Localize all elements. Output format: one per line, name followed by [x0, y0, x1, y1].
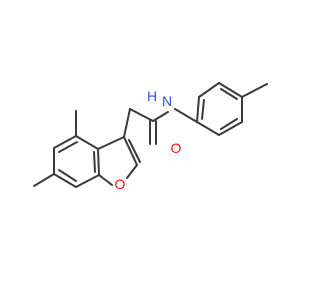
ch2-carbonyl-bond: [129, 108, 154, 122]
ch2-ring-bond: [123, 108, 131, 138]
molecule-structure: N H O O: [33, 82, 268, 192]
n-carbonyl-bond: [152, 111, 169, 122]
furan-oxygen-label: O: [115, 176, 126, 192]
bond: [201, 99, 205, 120]
bond: [58, 169, 77, 182]
bond: [198, 82, 220, 98]
carbonyl-oxygen-label: O: [171, 140, 182, 156]
tolyl-ring: [196, 82, 243, 136]
bond: [98, 174, 113, 186]
bond: [126, 164, 138, 179]
bond: [93, 151, 96, 173]
bond: [75, 174, 100, 188]
n-aryl-bond: [174, 108, 198, 123]
structure-canvas: N H O O: [33, 82, 268, 192]
bond: [123, 136, 138, 166]
ring-methyl-bond-left: [33, 173, 55, 187]
bond: [53, 135, 77, 149]
bond: [218, 121, 243, 136]
bond: [128, 139, 141, 163]
tolyl-methyl-bond: [241, 83, 268, 98]
bond: [58, 141, 78, 153]
bond: [53, 173, 77, 188]
benzofuran-ring: [53, 135, 141, 188]
bond: [75, 135, 99, 150]
amide-hydrogen-label: H: [147, 88, 157, 104]
bond: [218, 82, 243, 98]
bond: [97, 136, 125, 150]
bond: [196, 121, 220, 136]
bond: [97, 148, 100, 176]
nitrogen-label: N: [162, 93, 172, 109]
bond: [220, 88, 238, 100]
bond: [220, 118, 238, 130]
bond: [196, 96, 200, 123]
